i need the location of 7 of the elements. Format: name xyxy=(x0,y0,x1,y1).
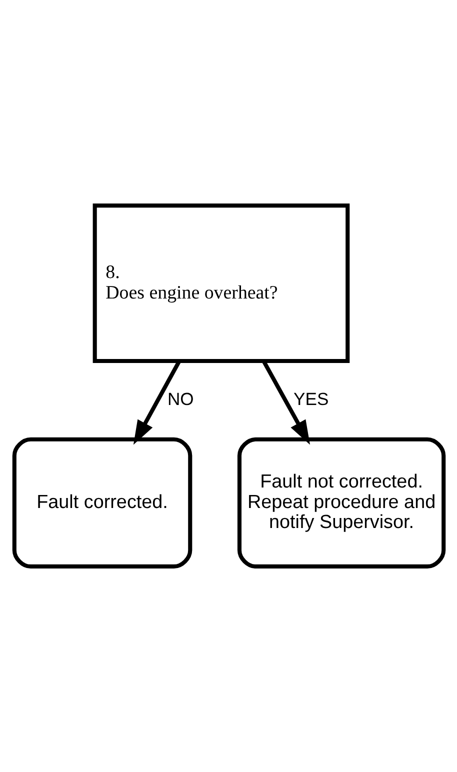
node-box: Fault not corrected. Repeat procedure and notify Supervisor. xyxy=(236,437,446,568)
edge-label: NO xyxy=(167,388,194,409)
edge-label: YES xyxy=(293,388,328,409)
arrow xyxy=(132,360,181,445)
node-box: 8. Does engine overheat? xyxy=(92,204,350,364)
node-box: Fault corrected. xyxy=(12,437,192,568)
arrow xyxy=(261,360,310,445)
